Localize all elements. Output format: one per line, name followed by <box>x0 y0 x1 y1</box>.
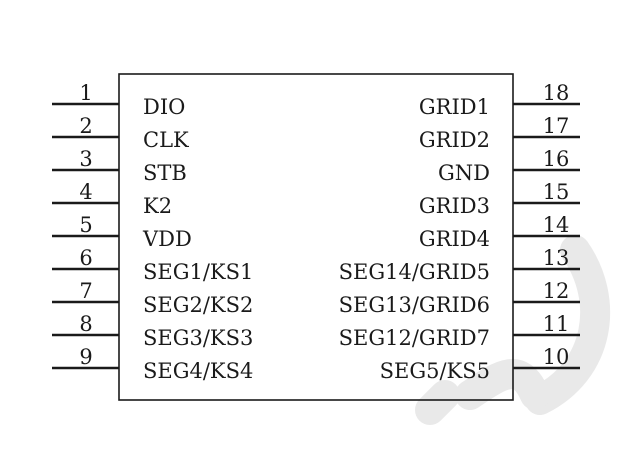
pin-number: 1 <box>79 81 92 105</box>
pin-label: CLK <box>143 128 189 152</box>
pin-label: GRID4 <box>419 227 490 251</box>
pin-label: SEG4/KS4 <box>143 359 253 383</box>
right-pin-group: 18GRID117GRID216GND15GRID314GRID413SEG14… <box>339 81 580 383</box>
pin-number: 9 <box>79 345 92 369</box>
pin-label: GRID1 <box>419 95 490 119</box>
pin-number: 8 <box>79 312 92 336</box>
pin-label: SEG1/KS1 <box>143 260 253 284</box>
pin-label: GND <box>438 161 490 185</box>
pin-number: 6 <box>79 246 92 270</box>
pin-label: VDD <box>142 227 192 251</box>
pin-number: 16 <box>543 147 570 171</box>
pin-label: STB <box>143 161 187 185</box>
pin-number: 18 <box>543 81 570 105</box>
left-pin-group: 1DIO2CLK3STB4K25VDD6SEG1/KS17SEG2/KS28SE… <box>52 81 253 383</box>
pin-label: SEG5/KS5 <box>380 359 490 383</box>
pin-label: SEG13/GRID6 <box>339 293 490 317</box>
pin-number: 15 <box>543 180 570 204</box>
left-pin-4: 4K2 <box>52 180 172 218</box>
pin-number: 10 <box>543 345 570 369</box>
watermark-arc <box>525 235 611 415</box>
pin-number: 13 <box>543 246 570 270</box>
pin-number: 11 <box>543 312 570 336</box>
pin-label: K2 <box>143 194 172 218</box>
watermark-hook <box>455 359 550 410</box>
pin-number: 14 <box>543 213 570 237</box>
pin-label: SEG2/KS2 <box>143 293 253 317</box>
pin-number: 3 <box>79 147 92 171</box>
pin-number: 7 <box>79 279 92 303</box>
pin-label: SEG14/GRID5 <box>339 260 490 284</box>
pin-label: DIO <box>143 95 185 119</box>
pin-number: 2 <box>79 114 92 138</box>
pin-number: 12 <box>543 279 570 303</box>
pin-label: SEG3/KS3 <box>143 326 253 350</box>
watermark-dash <box>415 380 460 425</box>
pin-label: GRID2 <box>419 128 490 152</box>
pin-number: 4 <box>79 180 92 204</box>
pin-number: 5 <box>79 213 92 237</box>
pin-label: GRID3 <box>419 194 490 218</box>
watermark-graphic <box>415 235 611 425</box>
pin-number: 17 <box>543 114 570 138</box>
pin-label: SEG12/GRID7 <box>339 326 490 350</box>
